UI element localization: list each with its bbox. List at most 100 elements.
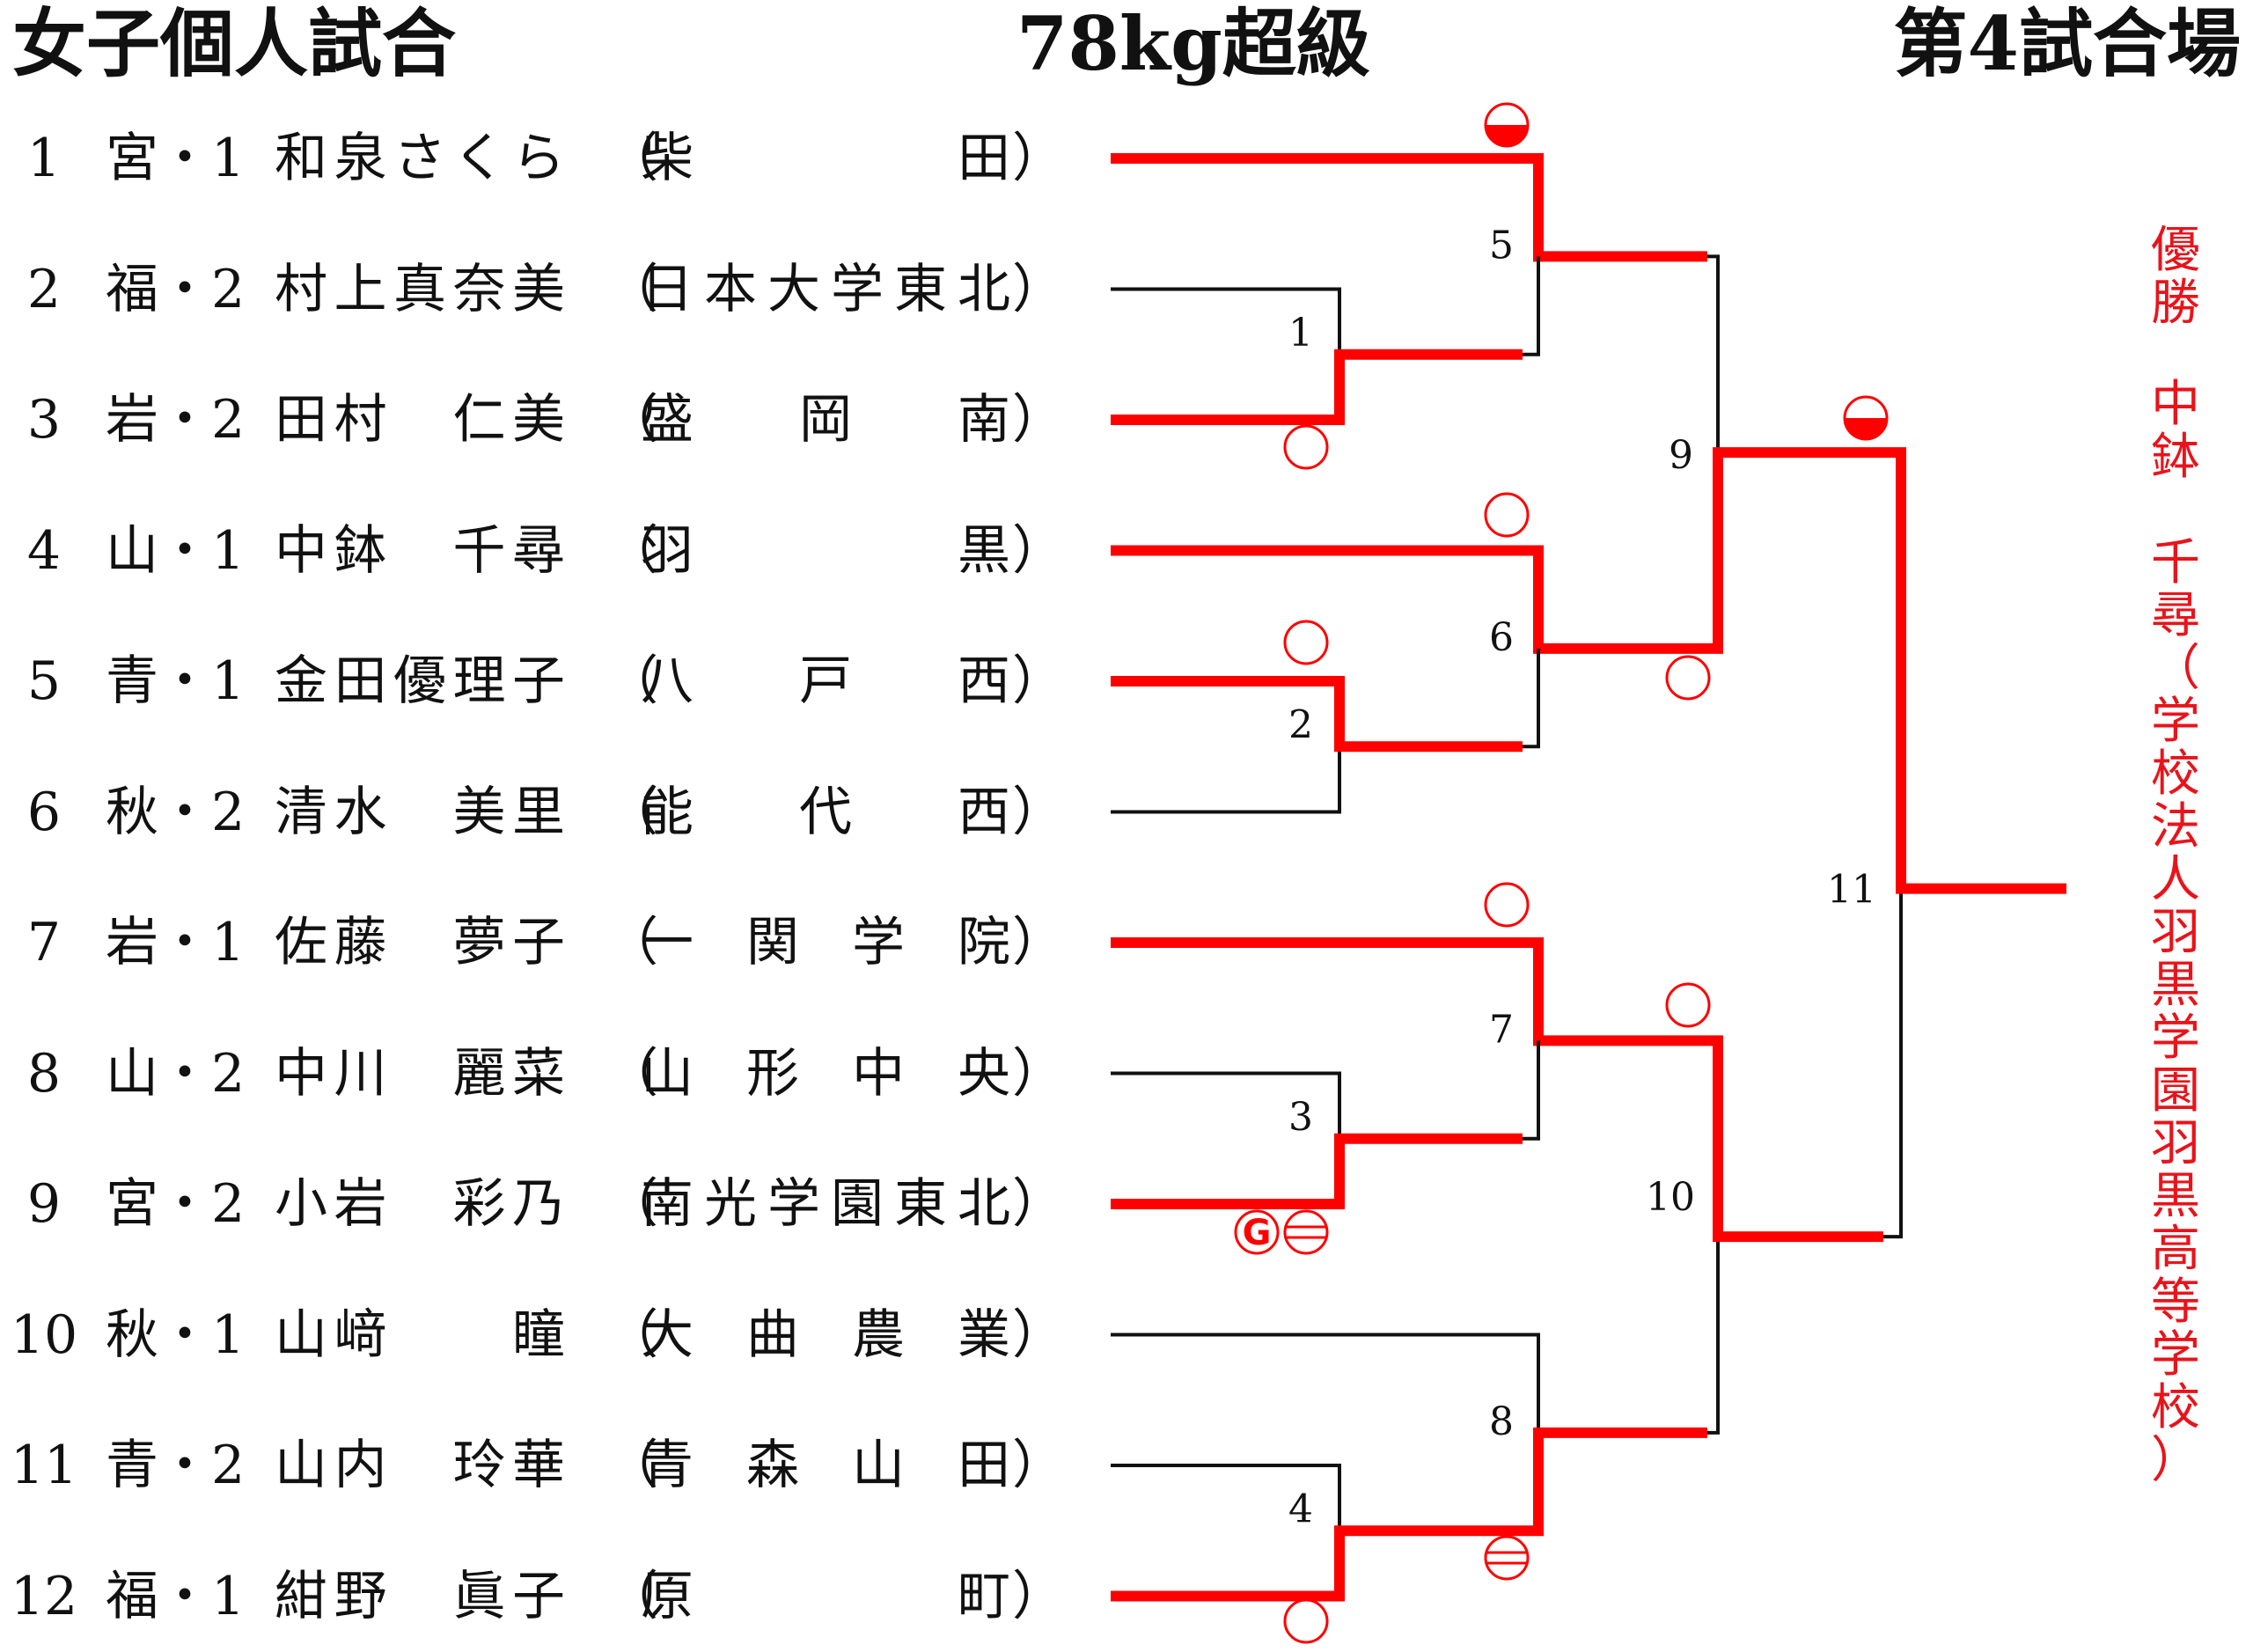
- circle-mark: [1665, 655, 1711, 701]
- bracket-loser-line: [1523, 1040, 1540, 1141]
- entry-paren-open: （: [605, 519, 658, 582]
- entry-paren-open: （: [605, 1303, 658, 1366]
- match-number: 6: [1489, 615, 1514, 660]
- entry-paren-close: ）: [1012, 650, 1065, 712]
- match-number: 10: [1646, 1175, 1695, 1220]
- venue-label: 第4試合場: [1893, 0, 2241, 87]
- entry-paren-close: ）: [1012, 128, 1065, 189]
- bracket-loser-line: [1111, 1071, 1341, 1139]
- entry-prefecture: 福・1: [106, 1565, 246, 1627]
- entry-prefecture: 宮・2: [106, 1173, 246, 1235]
- entry-school: 日本大学東北: [641, 258, 1010, 320]
- entry-school: 柴田: [641, 128, 1010, 189]
- entry-paren-open: （: [605, 650, 658, 712]
- match-number: 2: [1288, 702, 1313, 747]
- entry-school: 八戸西: [641, 650, 1010, 712]
- match-number: 3: [1288, 1095, 1313, 1140]
- entry-prefecture: 青・1: [106, 650, 246, 712]
- half-circle-mark: [1484, 102, 1530, 148]
- entry-prefecture: 宮・1: [106, 128, 246, 189]
- entry-school: 南光学園東北: [641, 1173, 1010, 1235]
- g-mark: G: [1234, 1209, 1280, 1255]
- bracket-winner-line: [1111, 153, 1707, 262]
- winner-panel: 優勝 中鉢 千尋 （学校法人羽黒学園羽黒高等学校）: [2147, 224, 2204, 1487]
- entry-paren-close: ）: [1012, 781, 1065, 843]
- entry-paren-close: ）: [1012, 1042, 1065, 1105]
- entry-seed: 10: [10, 1303, 78, 1366]
- bracket-winner-line: [1111, 1133, 1523, 1209]
- bracket-winner-line: [1111, 1525, 1523, 1602]
- entry-seed: 5: [26, 650, 62, 712]
- circle-mark: [1484, 492, 1530, 538]
- entry-seed: 2: [26, 258, 62, 320]
- entry-prefecture: 秋・2: [106, 781, 246, 843]
- entry-name: 中鉢 千尋: [275, 519, 565, 582]
- entry-paren-open: （: [605, 1435, 658, 1496]
- entry-school: 一関学院: [641, 912, 1010, 973]
- entry-name: 和泉さくら: [275, 128, 565, 189]
- circle-mark: [1283, 424, 1329, 470]
- bracket-loser-line: [1523, 648, 1540, 749]
- entry-prefecture: 岩・1: [106, 912, 246, 973]
- entry-paren-open: （: [605, 128, 658, 189]
- circle-mark: [1283, 620, 1329, 665]
- entry-school: 盛岡南: [641, 389, 1010, 451]
- entry-name: 田村 仁美: [275, 389, 565, 451]
- winner-label: 優勝: [2151, 222, 2200, 332]
- bracket-loser-line: [1523, 256, 1540, 356]
- svg-text:G: G: [1243, 1213, 1272, 1253]
- bracket-loser-line: [1707, 1237, 1720, 1435]
- match-number: 4: [1288, 1487, 1313, 1531]
- entry-seed: 9: [26, 1173, 62, 1235]
- match-number: 1: [1288, 311, 1313, 356]
- bracket-loser-line: [1111, 1333, 1540, 1433]
- entry-seed: 8: [26, 1042, 62, 1105]
- entry-prefecture: 福・2: [106, 258, 246, 320]
- entry-prefecture: 山・2: [106, 1042, 246, 1105]
- bracket-winner-line: [1111, 937, 1707, 1046]
- entry-paren-close: ）: [1012, 1435, 1065, 1496]
- entry-paren-close: ）: [1012, 1173, 1065, 1235]
- bracket-winner-line: [1111, 676, 1523, 753]
- entry-name: 佐藤 夢子: [275, 912, 565, 973]
- entry-name: 中川 麗菜: [275, 1042, 565, 1105]
- entry-prefecture: 岩・2: [106, 389, 246, 451]
- entry-paren-open: （: [605, 1042, 658, 1105]
- entry-school: 山形中央: [641, 1042, 1010, 1105]
- match-number: 9: [1669, 433, 1693, 478]
- circle-mark: [1665, 982, 1711, 1028]
- bracket-loser-line: [1111, 287, 1341, 355]
- entry-school: 青森山田: [641, 1435, 1010, 1496]
- circle-mark: [1283, 1598, 1329, 1644]
- bracket-winner-line: [1883, 447, 2066, 894]
- bars-circle-mark: [1484, 1535, 1530, 1581]
- bracket-winner-line: [1523, 1427, 1707, 1537]
- entry-name: 山内 玲華: [275, 1435, 565, 1496]
- bracket-loser-line: [1111, 1464, 1341, 1531]
- entry-seed: 7: [26, 912, 62, 973]
- bracket-loser-line: [1883, 888, 1903, 1239]
- entry-name: 清水 美里: [275, 781, 565, 843]
- entry-paren-close: ）: [1012, 389, 1065, 451]
- entry-seed: 12: [10, 1565, 78, 1627]
- entry-paren-close: ）: [1012, 1565, 1065, 1627]
- entry-paren-open: （: [605, 1173, 658, 1235]
- entry-school: 大曲農業: [641, 1303, 1010, 1366]
- bracket-winner-line: [1707, 1035, 1883, 1243]
- bracket-loser-line: [1707, 254, 1720, 453]
- entry-prefecture: 山・1: [106, 519, 246, 582]
- circle-mark: [1484, 882, 1530, 928]
- entry-name: 紺野 眞子: [275, 1565, 565, 1627]
- match-number: 5: [1489, 223, 1514, 268]
- entry-seed: 3: [26, 389, 62, 451]
- entry-school: 原町: [641, 1565, 1010, 1627]
